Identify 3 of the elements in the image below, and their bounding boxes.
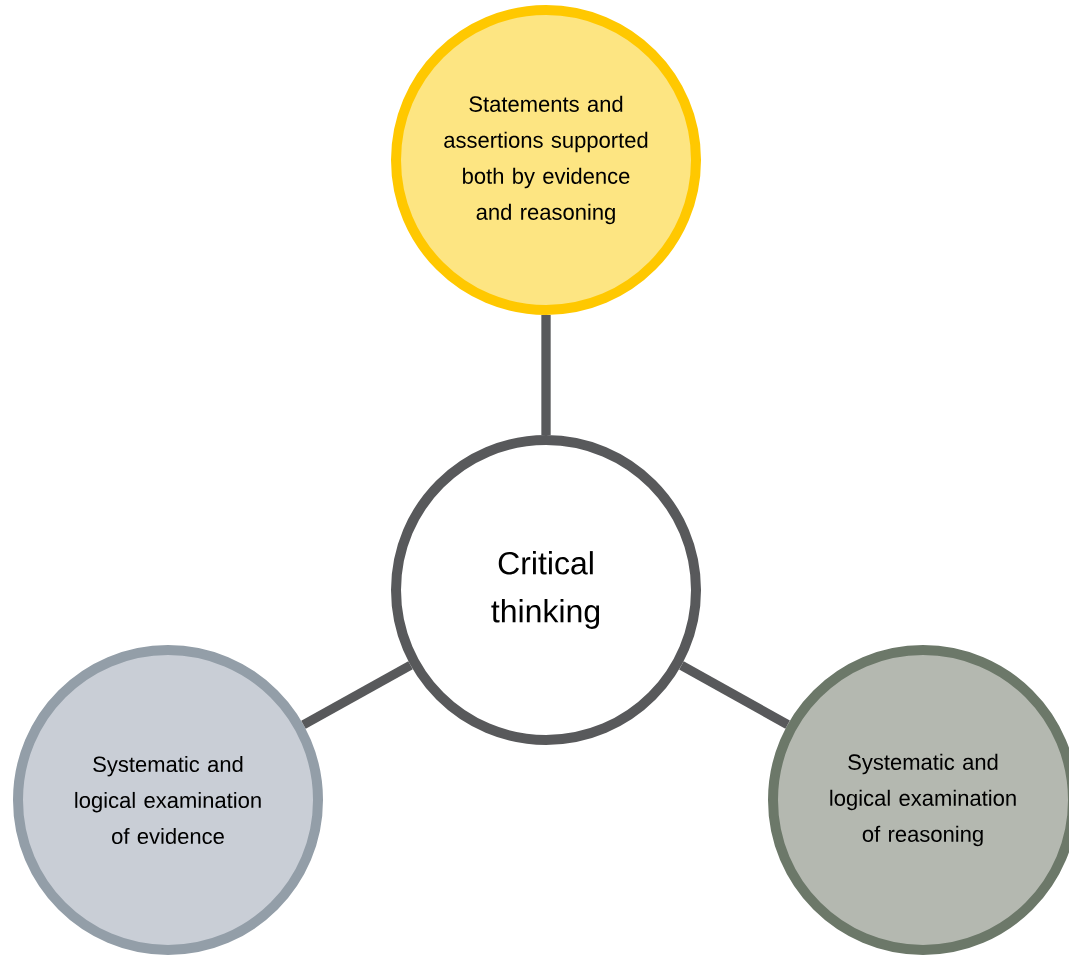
connector-line — [301, 661, 413, 729]
connector-line — [679, 661, 790, 729]
connector-line — [541, 315, 551, 435]
